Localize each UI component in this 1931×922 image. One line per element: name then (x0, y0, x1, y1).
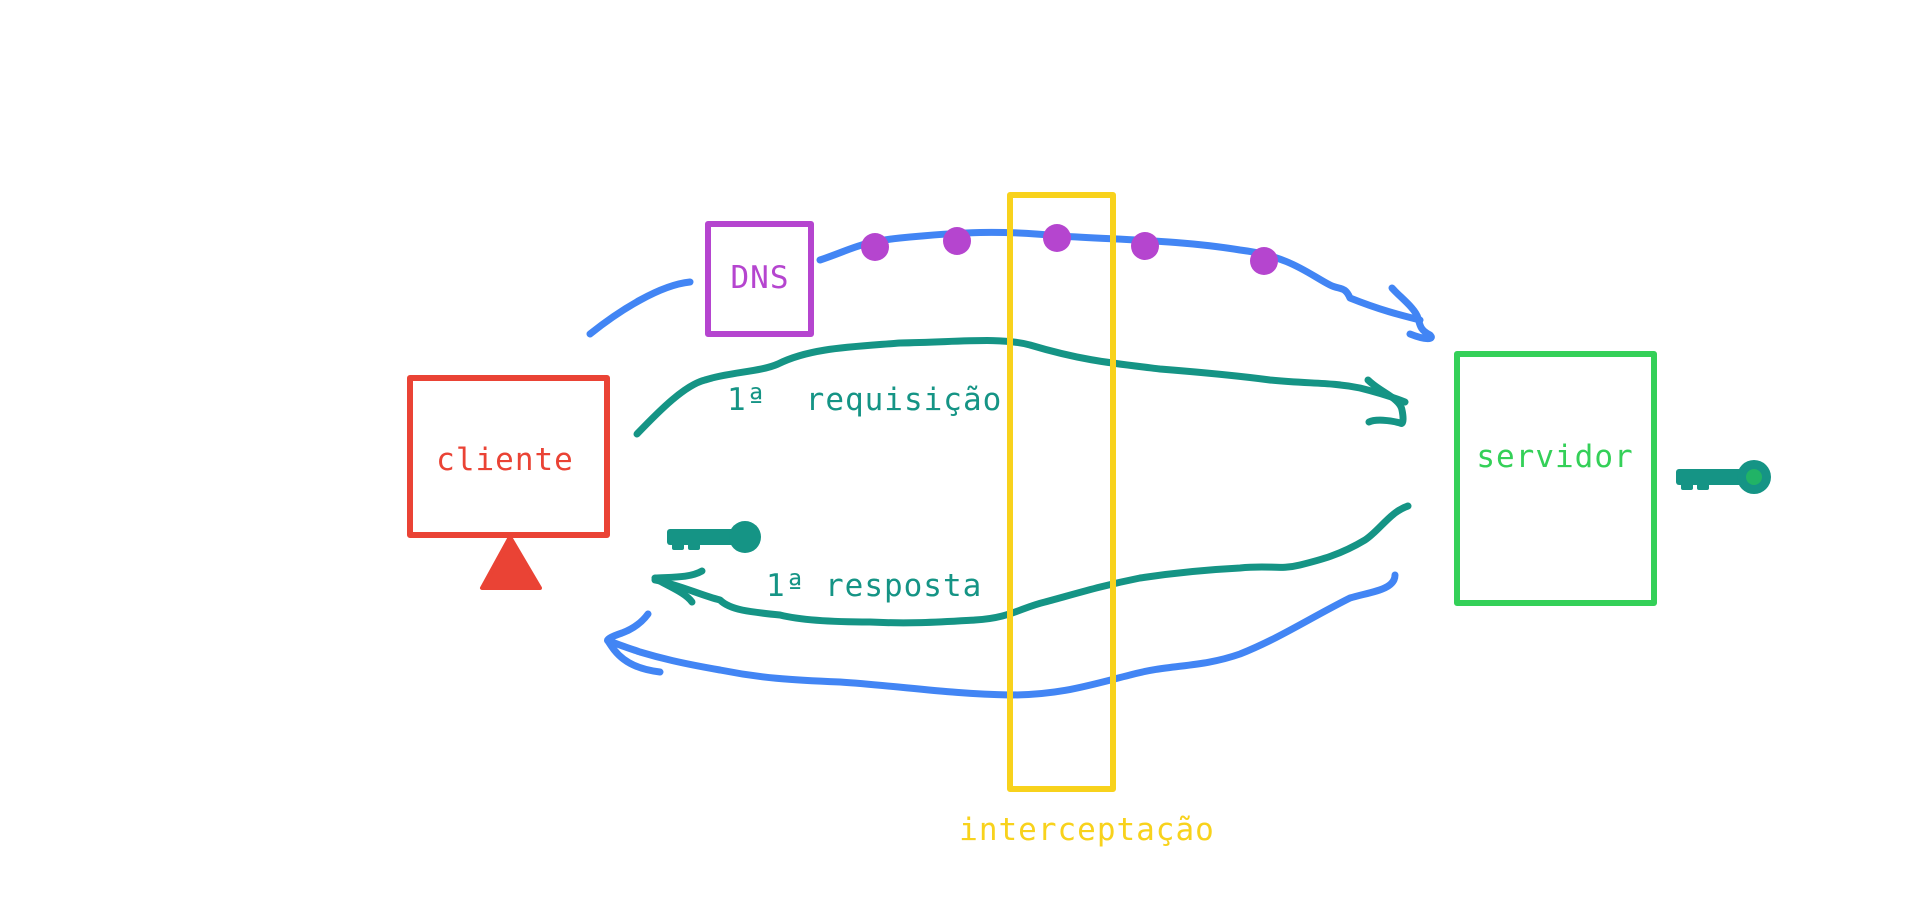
dns-box (705, 221, 814, 337)
blue-response-flow-line (604, 571, 1399, 699)
dns-dot-5 (1250, 247, 1278, 275)
response-label: 1ª resposta (766, 568, 982, 604)
client-box (407, 375, 610, 538)
blue-response-arrowhead (604, 610, 664, 676)
request-flow-line (633, 337, 1409, 438)
dns-dot-3 (1043, 224, 1071, 252)
dns-flow-line-right (816, 228, 1424, 324)
request-arrowhead (1364, 376, 1407, 427)
server-box (1454, 351, 1657, 606)
interception-box (1007, 192, 1116, 792)
key-icon (667, 521, 761, 553)
response-flow-line (651, 502, 1412, 627)
dns-dot-2 (943, 227, 971, 255)
client-label: cliente (436, 442, 574, 478)
dns-dot-4 (1131, 232, 1159, 260)
response-arrowhead (651, 567, 706, 606)
dns-dot-1 (861, 233, 889, 261)
dns-flow-arrowhead (1388, 284, 1435, 343)
interception-label: interceptação (959, 812, 1215, 848)
triangle-icon (480, 535, 542, 590)
dns-label: DNS (731, 260, 790, 296)
request-label: 1ª requisição (727, 382, 1002, 418)
key-icon (1676, 460, 1771, 494)
server-label: servidor (1476, 439, 1633, 475)
dns-flow-line-left (586, 278, 694, 338)
